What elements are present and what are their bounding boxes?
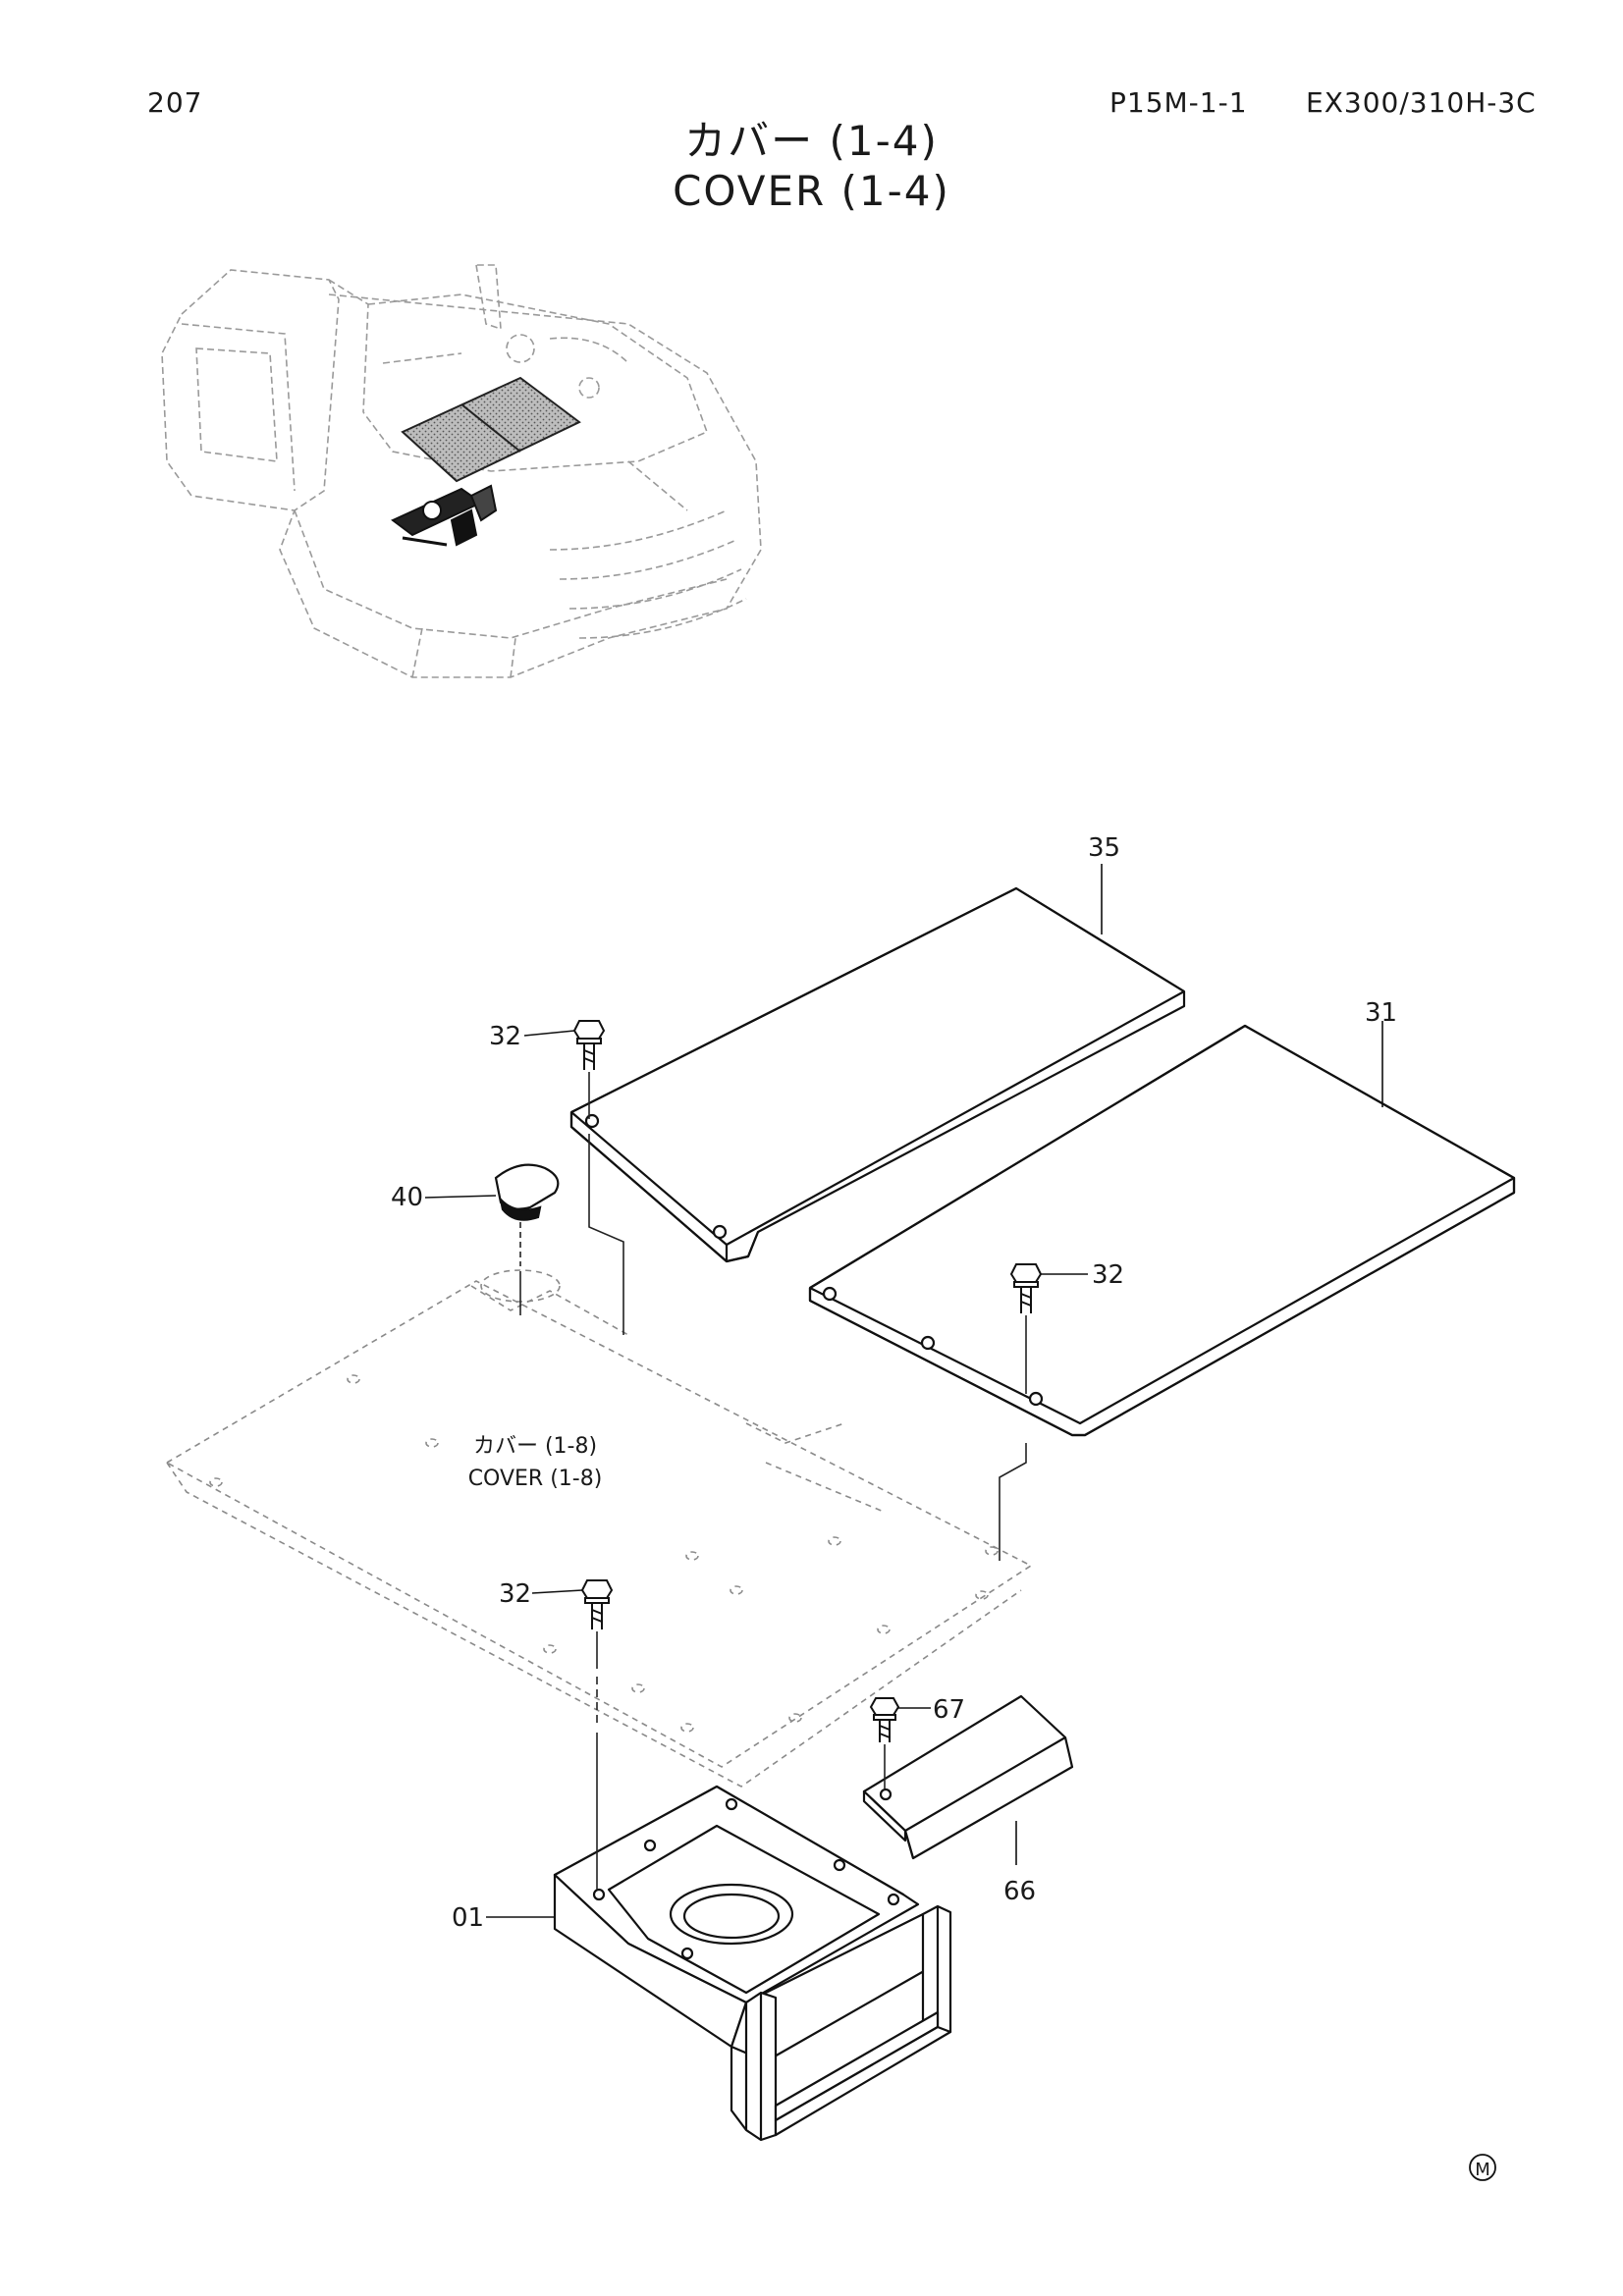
callout-35: 35 [1088, 833, 1120, 863]
part-bolt-67 [869, 1697, 900, 1742]
reference-label: カバー (1-8) COVER (1-8) [468, 1434, 603, 1491]
callout-66: 66 [1003, 1877, 1036, 1906]
part-plate-66 [862, 1694, 1074, 1860]
assembly-lines [519, 1072, 1027, 1890]
highlighted-box-area [391, 484, 498, 547]
page-number: 207 [147, 86, 203, 119]
part-bolt-32-b [1009, 1263, 1043, 1313]
highlighted-cover-area [401, 376, 581, 483]
footer-mark: M [1469, 2154, 1496, 2181]
callout-01: 01 [452, 1903, 484, 1933]
reference-cover-1-8 [165, 1269, 1033, 1788]
callouts: 35 31 32 40 32 32 67 66 01 [391, 833, 1397, 1933]
part-cap-40 [494, 1163, 560, 1221]
footer-mark-letter: M [1475, 2160, 1490, 2180]
part-box-01 [553, 1785, 952, 2142]
part-bolt-32-c [580, 1579, 614, 1629]
page-title: COVER (1-4) [673, 167, 950, 215]
page-title-japanese: カバー (1-4) [684, 117, 939, 165]
reference-label-japanese: カバー (1-8) [473, 1434, 597, 1459]
callout-32-a: 32 [489, 1022, 521, 1051]
callout-32-b: 32 [1092, 1260, 1124, 1290]
callout-67: 67 [933, 1695, 965, 1725]
part-cover-31 [808, 1024, 1516, 1437]
leader-lines [424, 864, 1383, 1918]
part-bolt-32-a [572, 1020, 606, 1070]
excavator-overview-icon [161, 264, 762, 678]
callout-40: 40 [391, 1183, 423, 1212]
model-code: EX300/310H-3C [1306, 86, 1537, 119]
callout-32-c: 32 [499, 1579, 531, 1609]
drawing-code: P15M-1-1 [1109, 86, 1248, 119]
reference-label-english: COVER (1-8) [468, 1467, 603, 1491]
callout-31: 31 [1365, 998, 1397, 1028]
part-cover-35 [569, 886, 1186, 1263]
